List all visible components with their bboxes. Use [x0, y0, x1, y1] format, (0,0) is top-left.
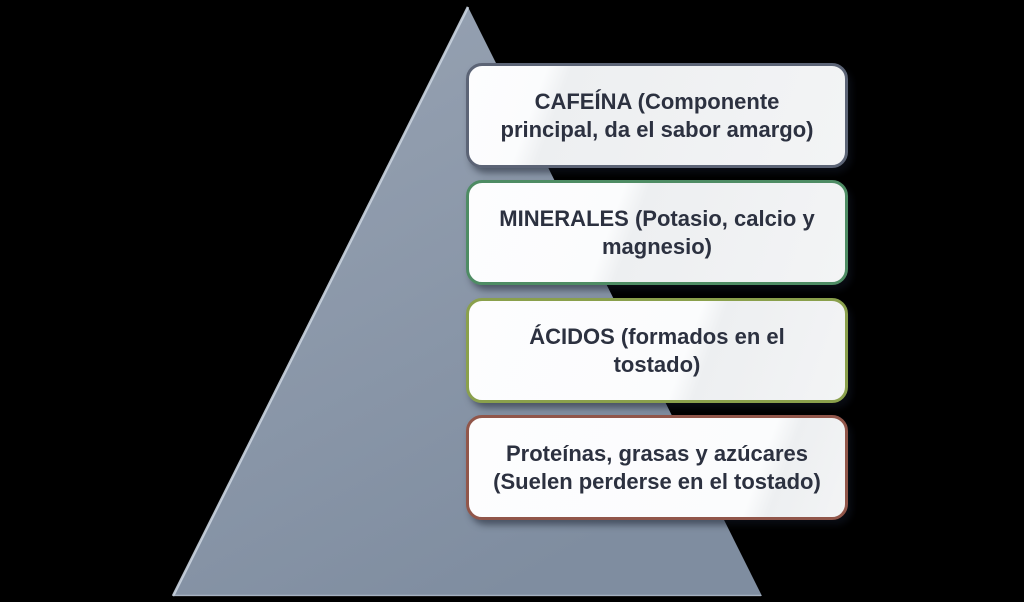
level-text-line2: tostado) — [613, 351, 701, 377]
level-box-cafeina: CAFEÍNA (Componente principal, da el sab… — [466, 63, 848, 168]
level-text-line1: MINERALES (Potasio, calcio y — [499, 205, 815, 231]
level-box-acidos: ÁCIDOS (formados en el tostado) — [466, 298, 848, 403]
pyramid-left-edge-highlight — [171, 6, 470, 597]
level-text-line2: principal, da el sabor amargo) — [500, 116, 814, 142]
level-text-line2: magnesio) — [601, 233, 713, 259]
level-text-line1: CAFEÍNA (Componente — [534, 88, 780, 114]
level-text-line1: Proteínas, grasas y azúcares — [505, 440, 809, 466]
level-box-proteinas: Proteínas, grasas y azúcares (Suelen per… — [466, 415, 848, 520]
level-text-line1: ÁCIDOS (formados en el — [529, 323, 785, 349]
level-box-minerales: MINERALES (Potasio, calcio y magnesio) — [466, 180, 848, 285]
level-text-line2: (Suelen perderse en el tostado) — [493, 468, 821, 494]
